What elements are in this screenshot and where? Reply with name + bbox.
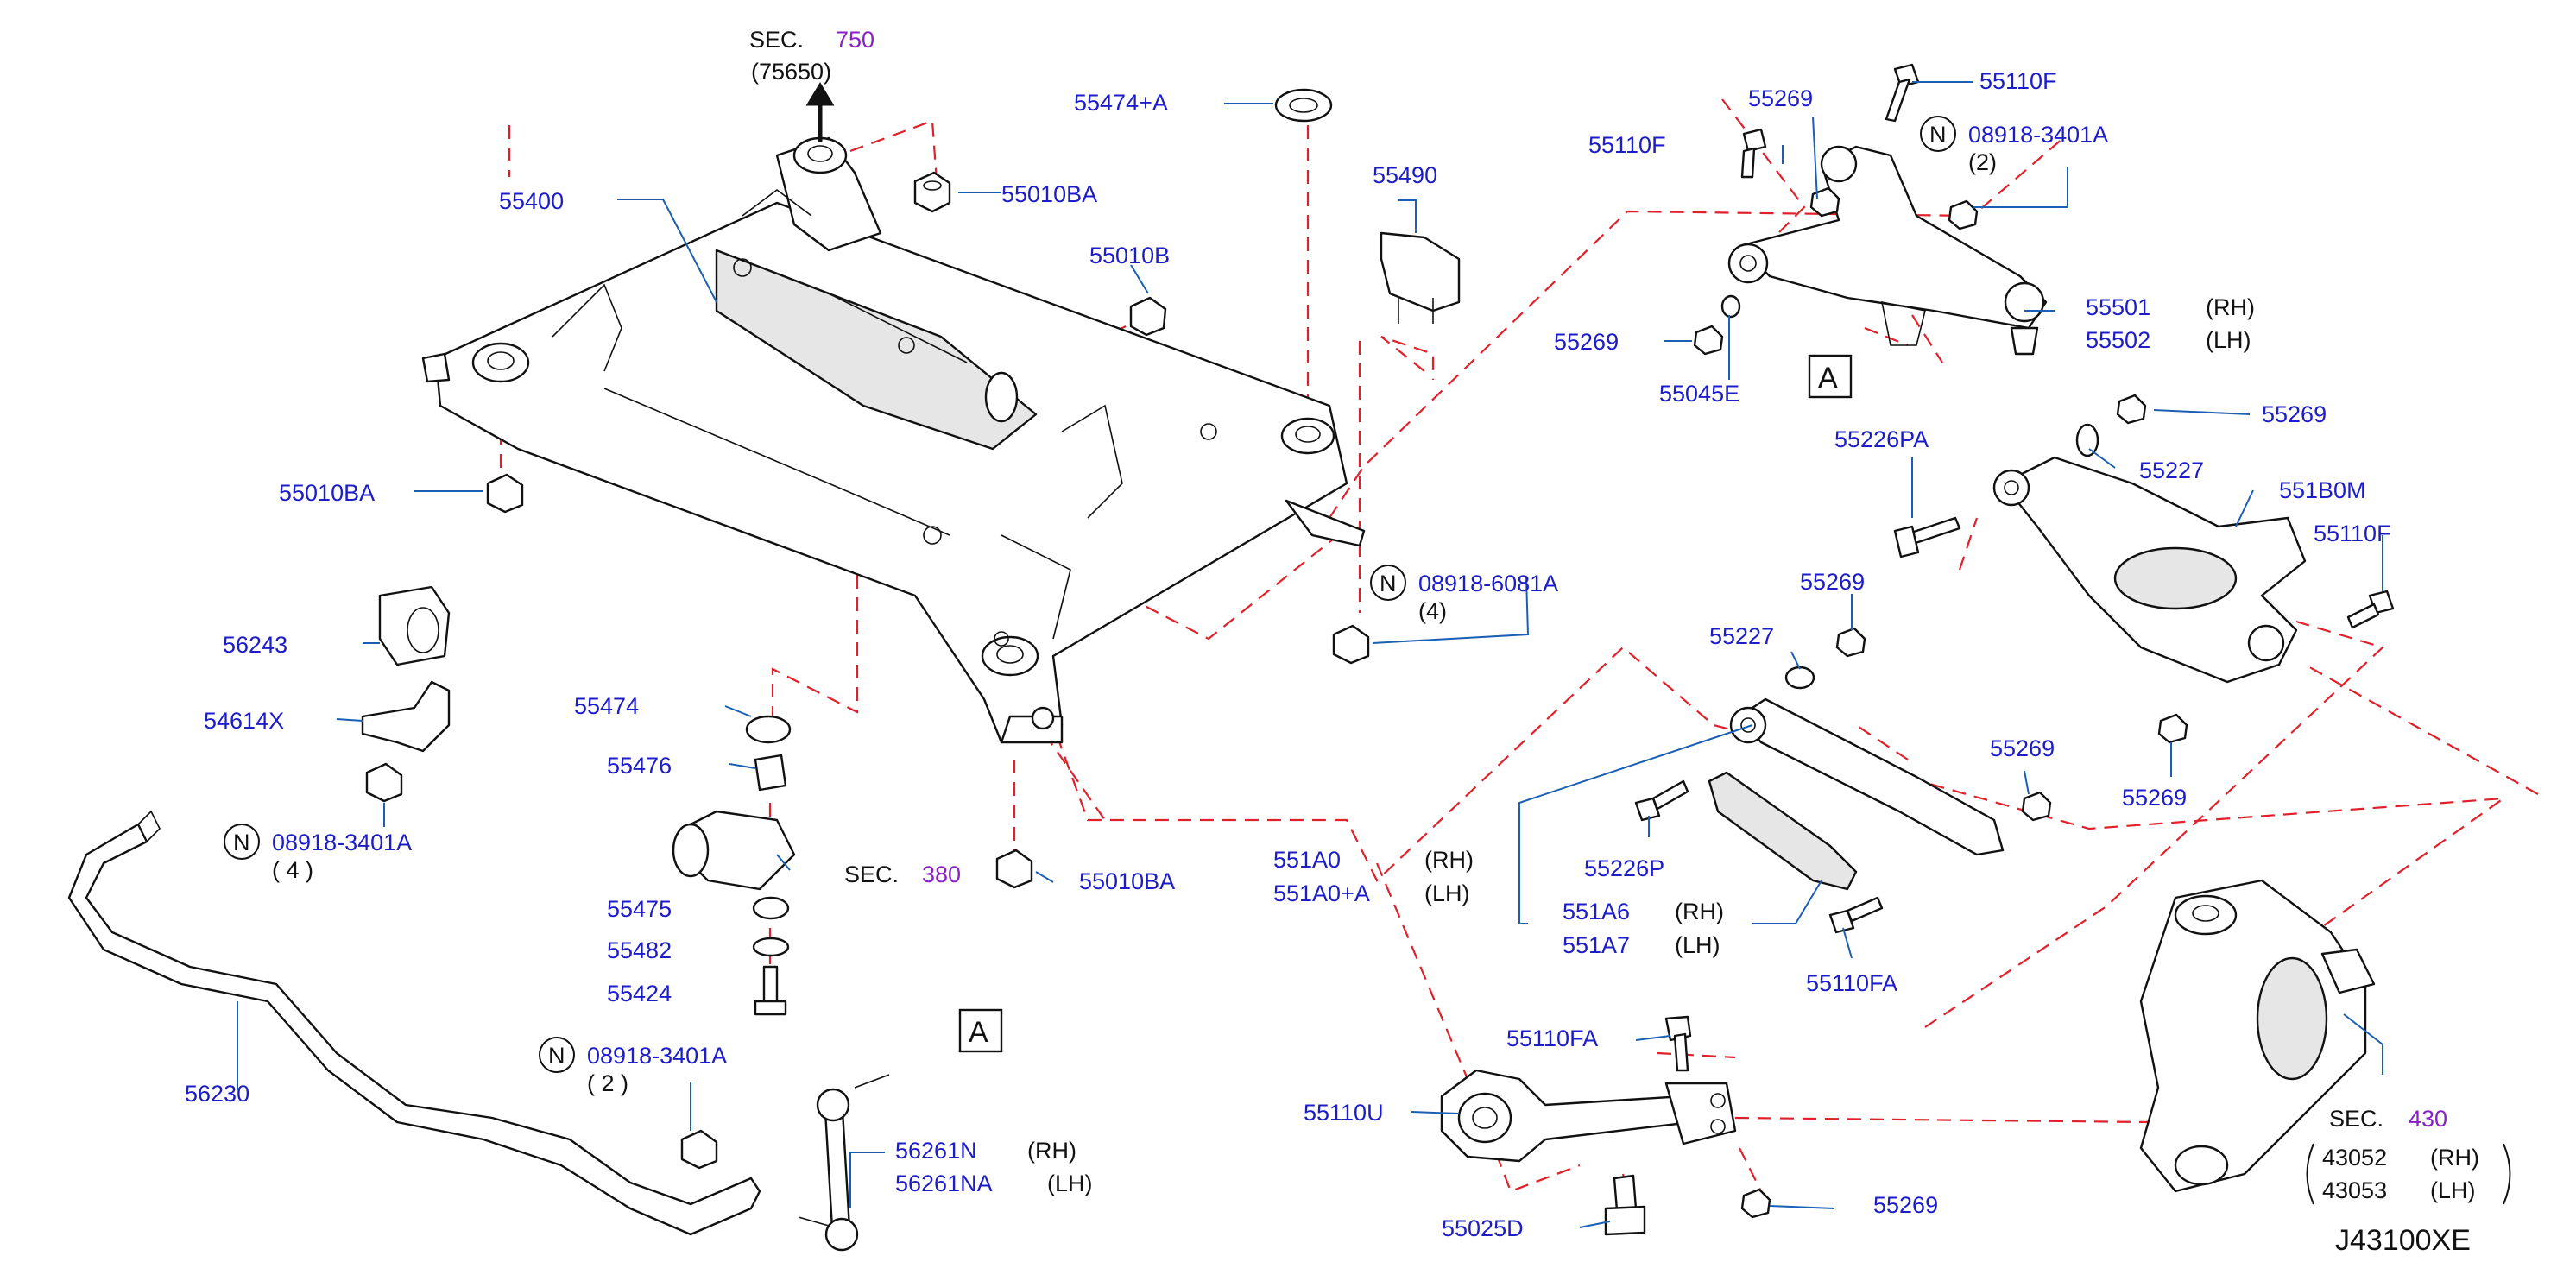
label-56261NA: 56261NA	[895, 1171, 993, 1196]
label-55400: 55400	[499, 188, 564, 214]
sec-top-label: SEC.	[749, 27, 804, 53]
rear-suspension-member	[421, 136, 1366, 744]
nut-symbol-n2	[539, 1037, 575, 1073]
label-55502: 55502	[2086, 327, 2150, 353]
ref-box-a-left-text: A	[969, 1016, 988, 1049]
label-56243: 56243	[223, 632, 287, 658]
label-55474: 55474	[574, 693, 639, 719]
label-55269-left: 55269	[1554, 329, 1619, 355]
label-551B0M: 551B0M	[2279, 477, 2366, 503]
side-551A7: (LH)	[1675, 932, 1720, 958]
label-55226P: 55226P	[1584, 855, 1664, 881]
label-54614X: 54614X	[204, 708, 284, 734]
qty-08918-6081A: (4)	[1418, 598, 1447, 624]
side-56261N: (RH)	[1027, 1138, 1076, 1164]
side-551A0: (RH)	[1424, 847, 1474, 873]
label-55110F-right: 55110F	[2314, 521, 2391, 546]
label-551A6: 551A6	[1563, 899, 1630, 924]
qty-08918-3401A-n4: (2)	[1968, 149, 1997, 175]
nut-symbol-n4	[1920, 116, 1956, 152]
label-55227-right: 55227	[2139, 458, 2204, 483]
side-551A0A: (LH)	[1424, 880, 1470, 906]
sec-mid-label: SEC.	[844, 861, 899, 887]
side-551A6: (RH)	[1675, 899, 1724, 924]
sec-knuckle-number: 430	[2409, 1106, 2447, 1132]
label-55110FA-bottom: 55110FA	[1506, 1025, 1598, 1051]
label-55110F-top: 55110F	[1979, 68, 2057, 94]
side-56261NA: (LH)	[1047, 1171, 1093, 1196]
label-55010BA-top: 55010BA	[1001, 181, 1097, 207]
qty-08918-3401A-n1: ( 4 )	[272, 857, 313, 883]
label-55269-top: 55269	[1748, 85, 1813, 111]
label-55269-arm: 55269	[1990, 735, 2055, 761]
nut-symbol-n1-text: N	[233, 830, 250, 855]
knuckle-bracket-left	[2306, 1143, 2314, 1205]
label-55110F-left: 55110F	[1588, 132, 1666, 158]
knuckle-group	[2139, 879, 2376, 1193]
sec-top-number: 750	[836, 27, 874, 53]
knuckle-bracket-right	[2503, 1143, 2511, 1205]
side-55502: (LH)	[2206, 327, 2251, 353]
label-55501: 55501	[2086, 294, 2150, 320]
sec-knuckle-label: SEC.	[2329, 1106, 2383, 1132]
label-55474A: 55474+A	[1074, 90, 1168, 116]
trailing-arm-group	[1634, 627, 2052, 934]
label-55010B: 55010B	[1089, 243, 1170, 268]
label-551A0A: 551A0+A	[1273, 880, 1370, 906]
label-08918-3401A-n2: 08918-3401A	[587, 1043, 727, 1069]
label-55045E: 55045E	[1659, 381, 1739, 407]
ref-box-a-left	[958, 1008, 1003, 1053]
lower-arm-group	[1893, 394, 2395, 744]
ref-box-a-right	[1808, 354, 1853, 399]
label-55269-center: 55269	[1800, 569, 1865, 595]
nut-symbol-n2-text: N	[548, 1043, 565, 1069]
sec-mid-number: 380	[922, 861, 961, 887]
label-56261N: 56261N	[895, 1138, 977, 1164]
side-55501: (RH)	[2206, 294, 2255, 320]
label-55110U: 55110U	[1304, 1100, 1384, 1126]
upper-arm-group	[1693, 63, 2048, 356]
leader-lines	[237, 81, 2383, 1228]
nut-symbol-n3-text: N	[1380, 571, 1397, 596]
label-551A0: 551A0	[1273, 847, 1341, 873]
label-43052: 43052	[2322, 1145, 2387, 1171]
label-08918-3401A-n4: 08918-3401A	[1968, 122, 2108, 148]
label-551A7: 551A7	[1563, 932, 1630, 958]
label-56230: 56230	[185, 1081, 249, 1107]
label-08918-6081A: 08918-6081A	[1418, 571, 1558, 596]
nut-symbol-n4-text: N	[1929, 122, 1947, 148]
label-08918-3401A-n1: 08918-3401A	[272, 830, 412, 855]
label-55269-right-low: 55269	[2122, 785, 2187, 811]
side-43052: (RH)	[2430, 1145, 2479, 1171]
label-55269-mid: 55269	[2262, 401, 2327, 427]
label-55482: 55482	[607, 937, 672, 963]
nut-symbol-n3	[1370, 565, 1406, 601]
sec-top-subpart: (75650)	[751, 59, 831, 85]
up-arrow-icon	[805, 82, 835, 142]
label-55490: 55490	[1373, 162, 1437, 188]
labels: SEC. 750 (75650) 55400 55010BA 55010B 55…	[185, 27, 2511, 1257]
label-55025D: 55025D	[1442, 1215, 1524, 1241]
label-43053: 43053	[2322, 1177, 2387, 1203]
figure-code: J43100XE	[2335, 1224, 2471, 1257]
qty-08918-3401A-n2: ( 2 )	[587, 1070, 628, 1096]
label-55010BA-bottom: 55010BA	[1079, 868, 1175, 894]
label-55269-bottom: 55269	[1873, 1192, 1938, 1218]
side-43053: (LH)	[2430, 1177, 2476, 1203]
nut-symbol-n1	[224, 824, 260, 860]
label-55227-center: 55227	[1709, 623, 1774, 649]
label-55476: 55476	[607, 753, 672, 779]
label-55110FA-right: 55110FA	[1806, 970, 1897, 996]
label-55475: 55475	[607, 896, 672, 922]
label-55226PA: 55226PA	[1834, 426, 1929, 452]
small-parts	[67, 88, 1461, 1252]
toe-link-group	[1440, 1015, 1771, 1236]
ref-box-a-right-text: A	[1818, 362, 1838, 394]
label-55010BA-left: 55010BA	[279, 480, 375, 506]
label-55424: 55424	[607, 981, 672, 1006]
